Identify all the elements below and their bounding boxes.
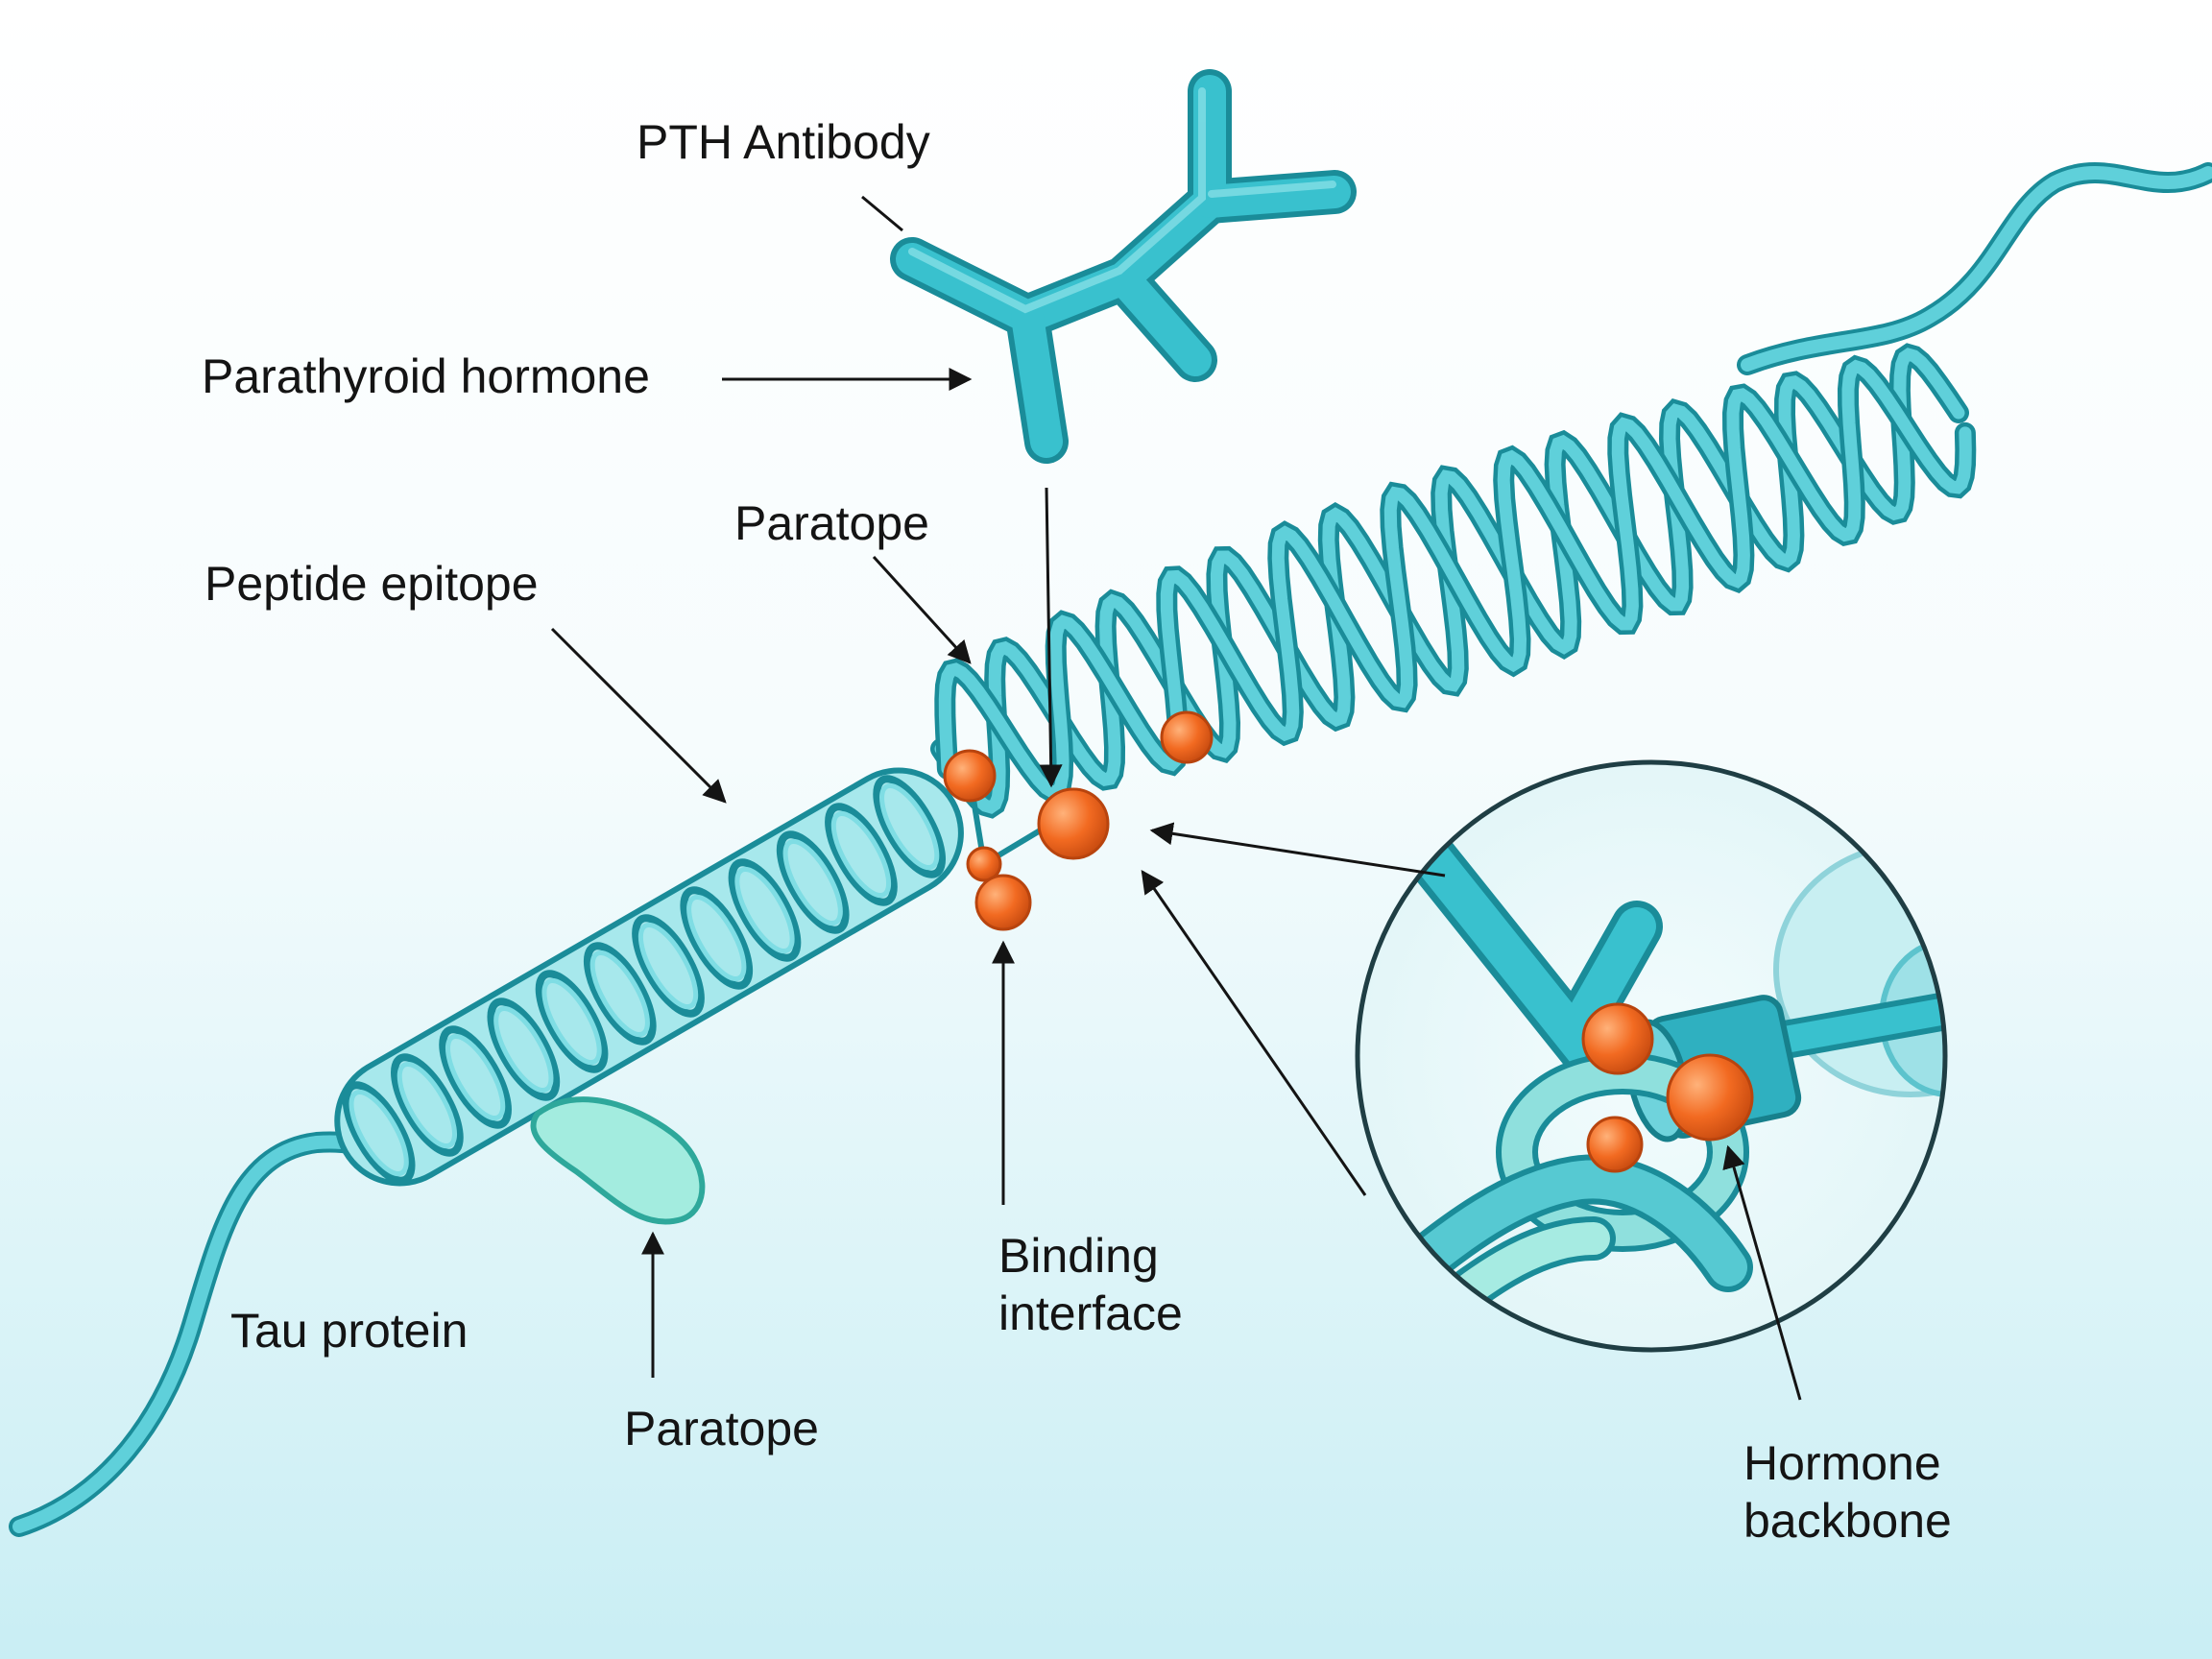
helix-coil <box>734 866 795 954</box>
label-hormone-backbone: Hormone backbone <box>1743 1436 1952 1548</box>
helix-coil <box>349 1089 409 1177</box>
helix-coil <box>541 977 602 1066</box>
arrow-inset-upper <box>1149 822 1446 878</box>
parathyroid-hormone-helix <box>930 343 1977 819</box>
arrow-antibody-down <box>1039 487 1063 788</box>
helix-coil <box>487 998 561 1101</box>
label-tau-protein: Tau protein <box>230 1304 469 1358</box>
arrow-paratope-top <box>872 555 972 664</box>
binding-site-sphere <box>966 846 1002 882</box>
helix-strand <box>938 359 1972 799</box>
label-pth-antibody: PTH Antibody <box>637 115 930 169</box>
tau-protein-lobe <box>530 1096 706 1225</box>
helix-coil <box>535 970 609 1073</box>
binding-site-sphere <box>943 749 997 803</box>
arrow-hormone-backbone <box>1722 1144 1802 1401</box>
label-peptide-epitope: Peptide epitope <box>204 557 539 611</box>
helix-coil <box>728 858 802 962</box>
magnified-inset <box>1355 759 1948 1353</box>
binding-site-spheres <box>943 710 1214 931</box>
hormone-tail <box>1737 162 2212 375</box>
helix-coil <box>493 1005 554 1094</box>
inset-sphere <box>1586 1116 1644 1173</box>
peptide-epitope-helix <box>334 767 964 1187</box>
arrow-peptide-epitope <box>550 627 727 804</box>
helix-coil <box>445 1033 506 1121</box>
label-paratope-bottom: Paratope <box>624 1402 819 1455</box>
helix-coil <box>873 775 947 878</box>
helix-coil <box>830 810 892 899</box>
helix-coil <box>589 950 650 1038</box>
leader-lines <box>550 195 1802 1401</box>
label-parathyroid-hormone: Parathyroid hormone <box>202 349 650 403</box>
binding-site-sphere <box>1037 787 1110 860</box>
helix-coil <box>680 886 754 990</box>
inset-sphere <box>1666 1053 1754 1142</box>
inset-border <box>1355 759 1948 1353</box>
helix-coil <box>632 914 705 1018</box>
helix-coil <box>776 830 850 934</box>
binding-site-sphere <box>1160 710 1214 764</box>
helix-coil <box>637 922 699 1010</box>
label-binding-interface: Binding interface <box>998 1229 1183 1340</box>
leader-pth-antibody <box>861 195 903 232</box>
helix-coil <box>879 782 940 871</box>
helix-coil <box>391 1053 464 1157</box>
helix-coil <box>397 1061 457 1149</box>
inset-sphere <box>1581 1002 1654 1075</box>
label-paratope-top: Paratope <box>734 496 929 550</box>
binding-site-sphere <box>974 874 1032 931</box>
pth-antibody-icon <box>890 69 1357 464</box>
helix-coil <box>686 894 747 982</box>
helix-coil <box>583 942 657 1046</box>
helix-coil <box>825 803 898 906</box>
arrow-inset-lower <box>1141 870 1367 1196</box>
helix-coil <box>782 838 843 926</box>
helix-coil <box>439 1025 512 1129</box>
